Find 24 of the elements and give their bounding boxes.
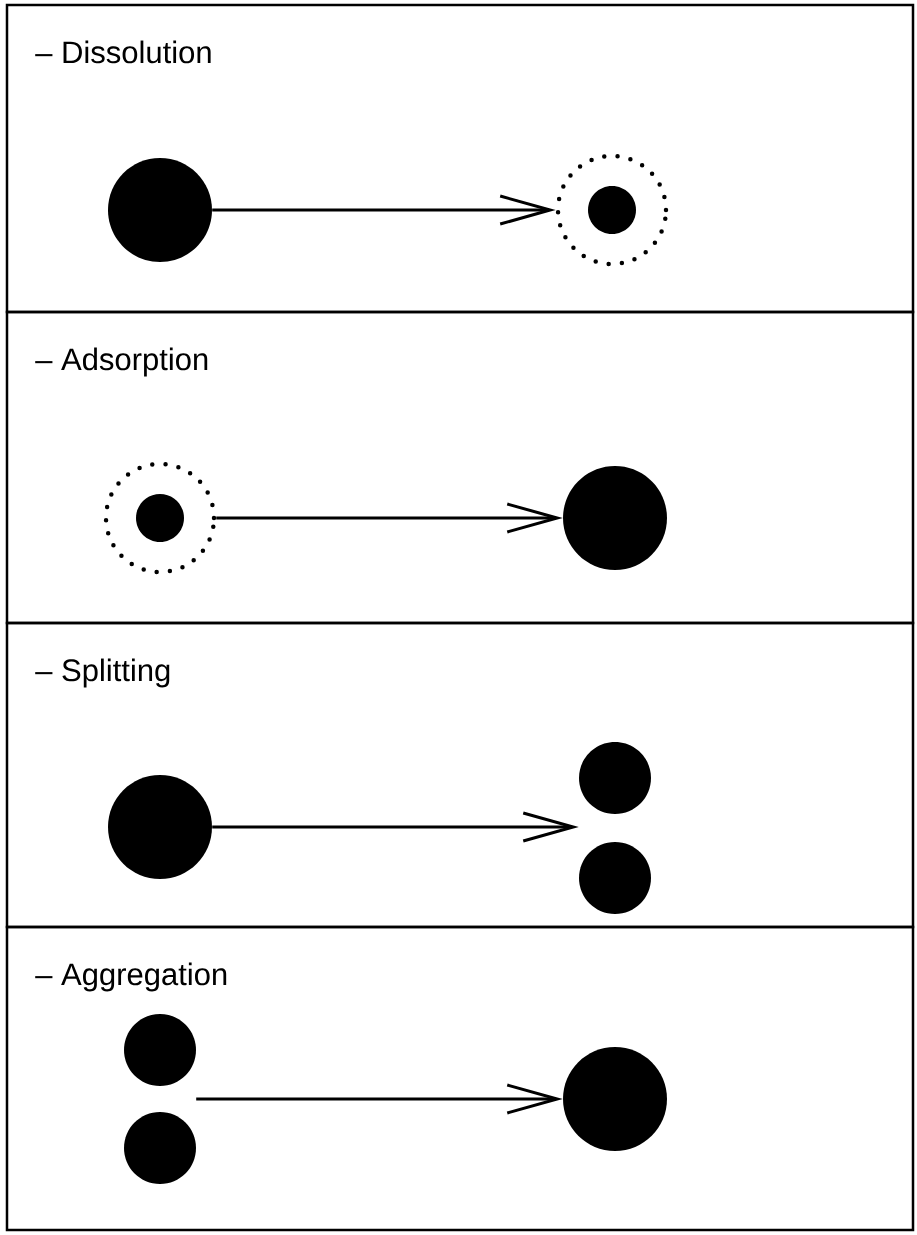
particle bbox=[579, 842, 651, 914]
particle bbox=[108, 775, 212, 879]
panel-title: – Dissolution bbox=[35, 40, 211, 64]
panel bbox=[5, 621, 915, 929]
panel bbox=[5, 925, 915, 1232]
arrow bbox=[212, 811, 579, 843]
particle bbox=[136, 494, 184, 542]
arrow bbox=[196, 1083, 563, 1115]
particle bbox=[108, 158, 212, 262]
panel-title: – Aggregation bbox=[35, 962, 227, 992]
arrow bbox=[216, 502, 563, 534]
particle bbox=[124, 1112, 196, 1184]
arrow bbox=[212, 194, 556, 226]
dotted-ring bbox=[555, 153, 669, 267]
panel bbox=[5, 310, 915, 625]
particle bbox=[563, 466, 667, 570]
particle bbox=[563, 1047, 667, 1151]
particle bbox=[579, 742, 651, 814]
panel bbox=[5, 3, 915, 314]
panel-title: – Adsorption bbox=[35, 347, 208, 377]
panel-title: – Splitting bbox=[35, 658, 170, 688]
particle bbox=[124, 1014, 196, 1086]
particle bbox=[588, 186, 636, 234]
dotted-ring bbox=[103, 461, 217, 575]
